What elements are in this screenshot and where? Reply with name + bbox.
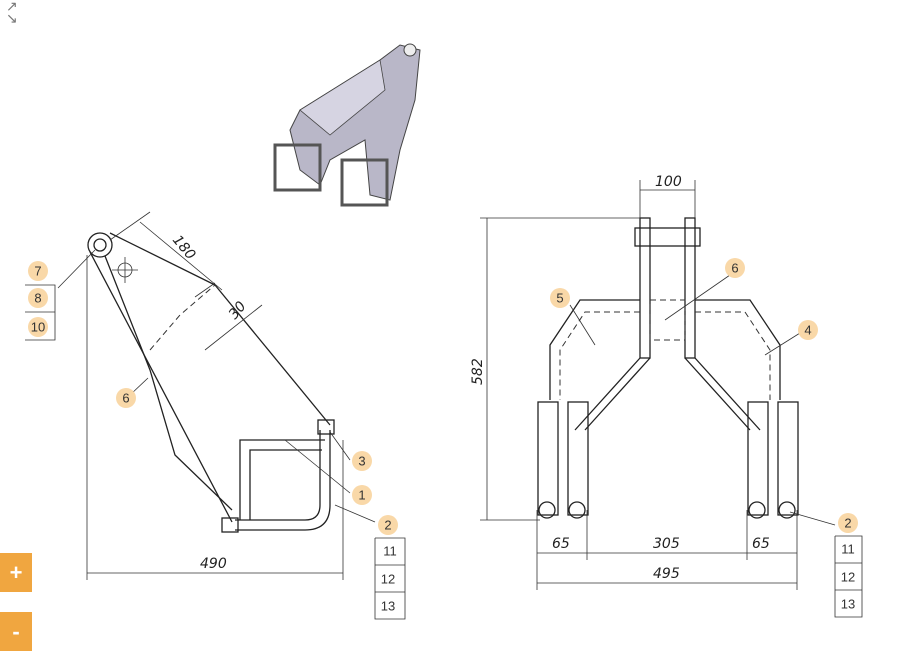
callout: 7	[34, 264, 41, 279]
callout: 6	[731, 261, 738, 276]
callout: 2	[844, 516, 851, 531]
zoom-in-button[interactable]: +	[0, 553, 32, 592]
callout: 4	[804, 323, 811, 338]
dim-305: 305	[653, 536, 680, 552]
callout: 11	[841, 542, 855, 557]
callout: 2	[384, 518, 391, 533]
callout: 13	[841, 597, 855, 612]
front-view: 100 582 65 305 65 495	[470, 174, 836, 590]
dim-495: 495	[653, 566, 680, 582]
side-view: 180 30 490	[57, 211, 376, 580]
dim-582: 582	[470, 358, 486, 385]
dim-65-right: 65	[752, 536, 770, 552]
expand-arrows-icon[interactable]: ↗↘	[6, 0, 18, 26]
zoom-out-button[interactable]: -	[0, 612, 32, 651]
callout: 12	[841, 570, 855, 585]
dim-180: 180	[169, 232, 198, 263]
callout: 13	[381, 599, 395, 614]
product-photo	[273, 43, 421, 207]
callout: 3	[358, 454, 365, 469]
callout: 5	[556, 291, 563, 306]
side-callouts: 7 8 10 6 3 1 2 11 12 13	[25, 261, 406, 620]
front-callouts: 5 6 4 2 11 12 13	[550, 258, 863, 618]
callout: 6	[122, 391, 129, 406]
dim-65-left: 65	[552, 536, 570, 552]
callout: 8	[34, 291, 41, 306]
dim-100: 100	[655, 174, 682, 190]
callout: 11	[383, 544, 397, 559]
dim-490: 490	[200, 556, 227, 572]
callout: 10	[31, 320, 45, 335]
callout: 12	[381, 572, 395, 587]
callout: 1	[358, 488, 365, 503]
